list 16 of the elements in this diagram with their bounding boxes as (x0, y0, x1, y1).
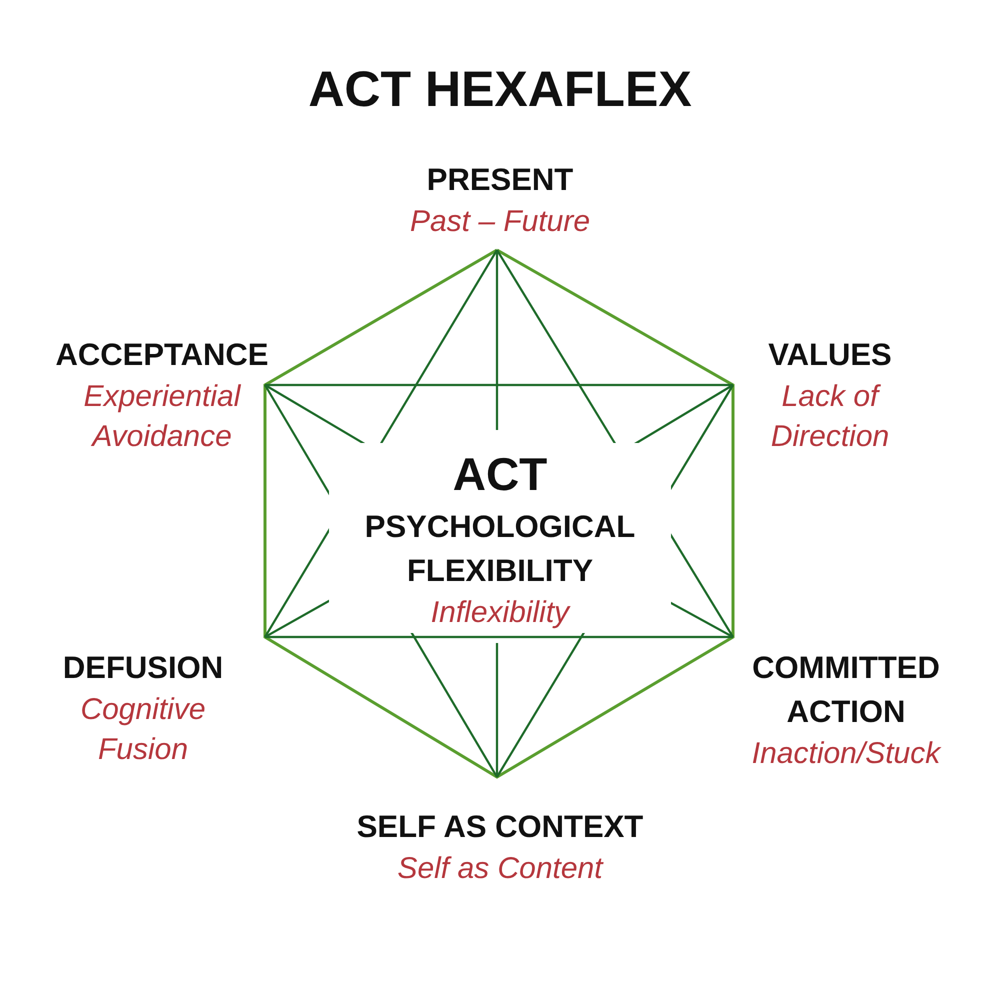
heading-label: PRESENT (426, 161, 574, 199)
diagram-title: ACT HEXAFLEX (308, 60, 692, 118)
subtitle-label: Self as Content (397, 851, 603, 887)
subtitle-label: Cognitive Fusion (79, 692, 207, 768)
heading-label: SELF AS CONTEXT (356, 808, 644, 846)
subtitle-label: Experiential Avoidance (82, 379, 242, 455)
heading-label: COMMITTED ACTION (752, 649, 940, 731)
center-heading: ACT (452, 447, 548, 502)
heading-label: PSYCHOLOGICAL FLEXIBILITY (364, 508, 636, 590)
subtitle-label: Inflexibility (430, 595, 570, 631)
heading-label: DEFUSION (62, 649, 224, 687)
heading-label: VALUES (768, 336, 892, 374)
subtitle-label: Inaction/Stuck (752, 736, 940, 772)
subtitle-label: Past – Future (410, 204, 590, 240)
heading-label: ACCEPTANCE (56, 336, 268, 374)
subtitle-label: Lack of Direction (770, 379, 890, 455)
